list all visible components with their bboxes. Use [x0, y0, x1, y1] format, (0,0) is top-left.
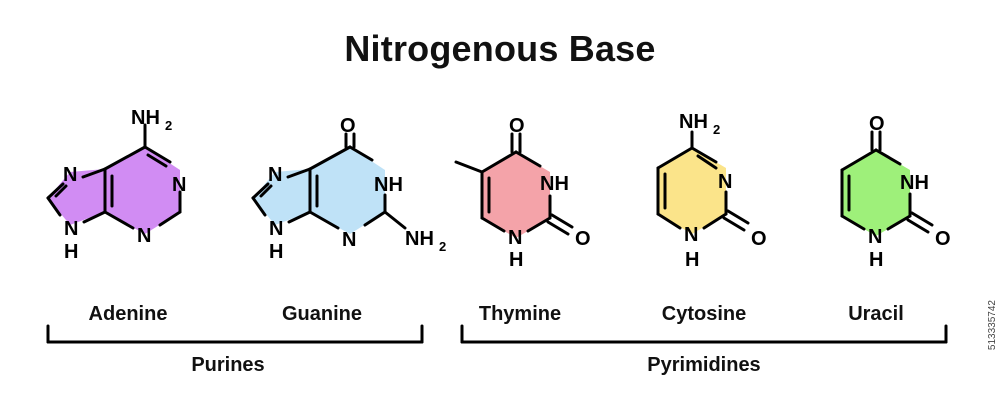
adenine-n1: N: [172, 174, 186, 196]
purines-group-label: Purines: [191, 354, 265, 376]
cytosine-nh2-sub: 2: [713, 122, 720, 137]
guanine-n9: N: [269, 218, 283, 240]
uracil-label: Uracil: [848, 303, 904, 325]
purines-bracket: [46, 324, 424, 344]
adenine-nh2-sub: 2: [165, 118, 172, 133]
guanine-n1h: NH: [374, 174, 403, 196]
adenine-fill-6ring: [105, 147, 180, 234]
adenine-n9: N: [64, 218, 78, 240]
thymine-fill: [482, 152, 550, 238]
uracil-n1: N: [868, 226, 882, 248]
uracil-o2: O: [935, 228, 951, 250]
cytosine-fill: [658, 148, 726, 234]
diagram-title: Nitrogenous Base: [344, 28, 656, 69]
thymine-label: Thymine: [478, 303, 562, 325]
guanine-structure: O NH N NH 2 N N H: [251, 115, 446, 263]
guanine-n3: N: [342, 229, 356, 251]
pyrimidines-bracket: [460, 324, 948, 344]
adenine-structure: NH 2 N N N N H: [46, 107, 186, 263]
uracil-o4: O: [869, 113, 885, 135]
thymine-h1: H: [509, 249, 523, 271]
adenine-n3: N: [137, 225, 151, 247]
adenine-h9: H: [64, 241, 78, 263]
guanine-nh2-label: NH: [405, 228, 434, 250]
pyrimidines-group-label: Pyrimidines: [647, 354, 761, 376]
guanine-nh2-sub: 2: [439, 239, 446, 254]
thymine-structure: O O NH N H: [454, 115, 591, 271]
adenine-nh2-label: NH: [131, 107, 160, 129]
cytosine-structure: NH 2 O N N H: [656, 111, 767, 271]
cytosine-nh2-label: NH: [679, 111, 708, 133]
cytosine-h1: H: [685, 249, 699, 271]
cytosine-n1: N: [684, 224, 698, 246]
thymine-o2: O: [575, 228, 591, 250]
adenine-n7: N: [63, 164, 77, 186]
cytosine-o2: O: [751, 228, 767, 250]
thymine-n3h: NH: [540, 173, 569, 195]
uracil-structure: O O NH N H: [840, 113, 951, 271]
adenine-label: Adenine: [88, 303, 168, 325]
cytosine-n3: N: [718, 171, 732, 193]
guanine-o: O: [340, 115, 356, 137]
guanine-label: Guanine: [281, 303, 363, 325]
guanine-fill-6ring: [310, 147, 385, 234]
guanine-n7: N: [268, 164, 282, 186]
uracil-fill: [842, 150, 910, 236]
uracil-h1: H: [869, 249, 883, 271]
cytosine-label: Cytosine: [661, 303, 747, 325]
stock-id: 513335742: [987, 300, 998, 351]
guanine-h9: H: [269, 241, 283, 263]
uracil-n3h: NH: [900, 172, 929, 194]
thymine-o4: O: [509, 115, 525, 137]
thymine-n1: N: [508, 227, 522, 249]
